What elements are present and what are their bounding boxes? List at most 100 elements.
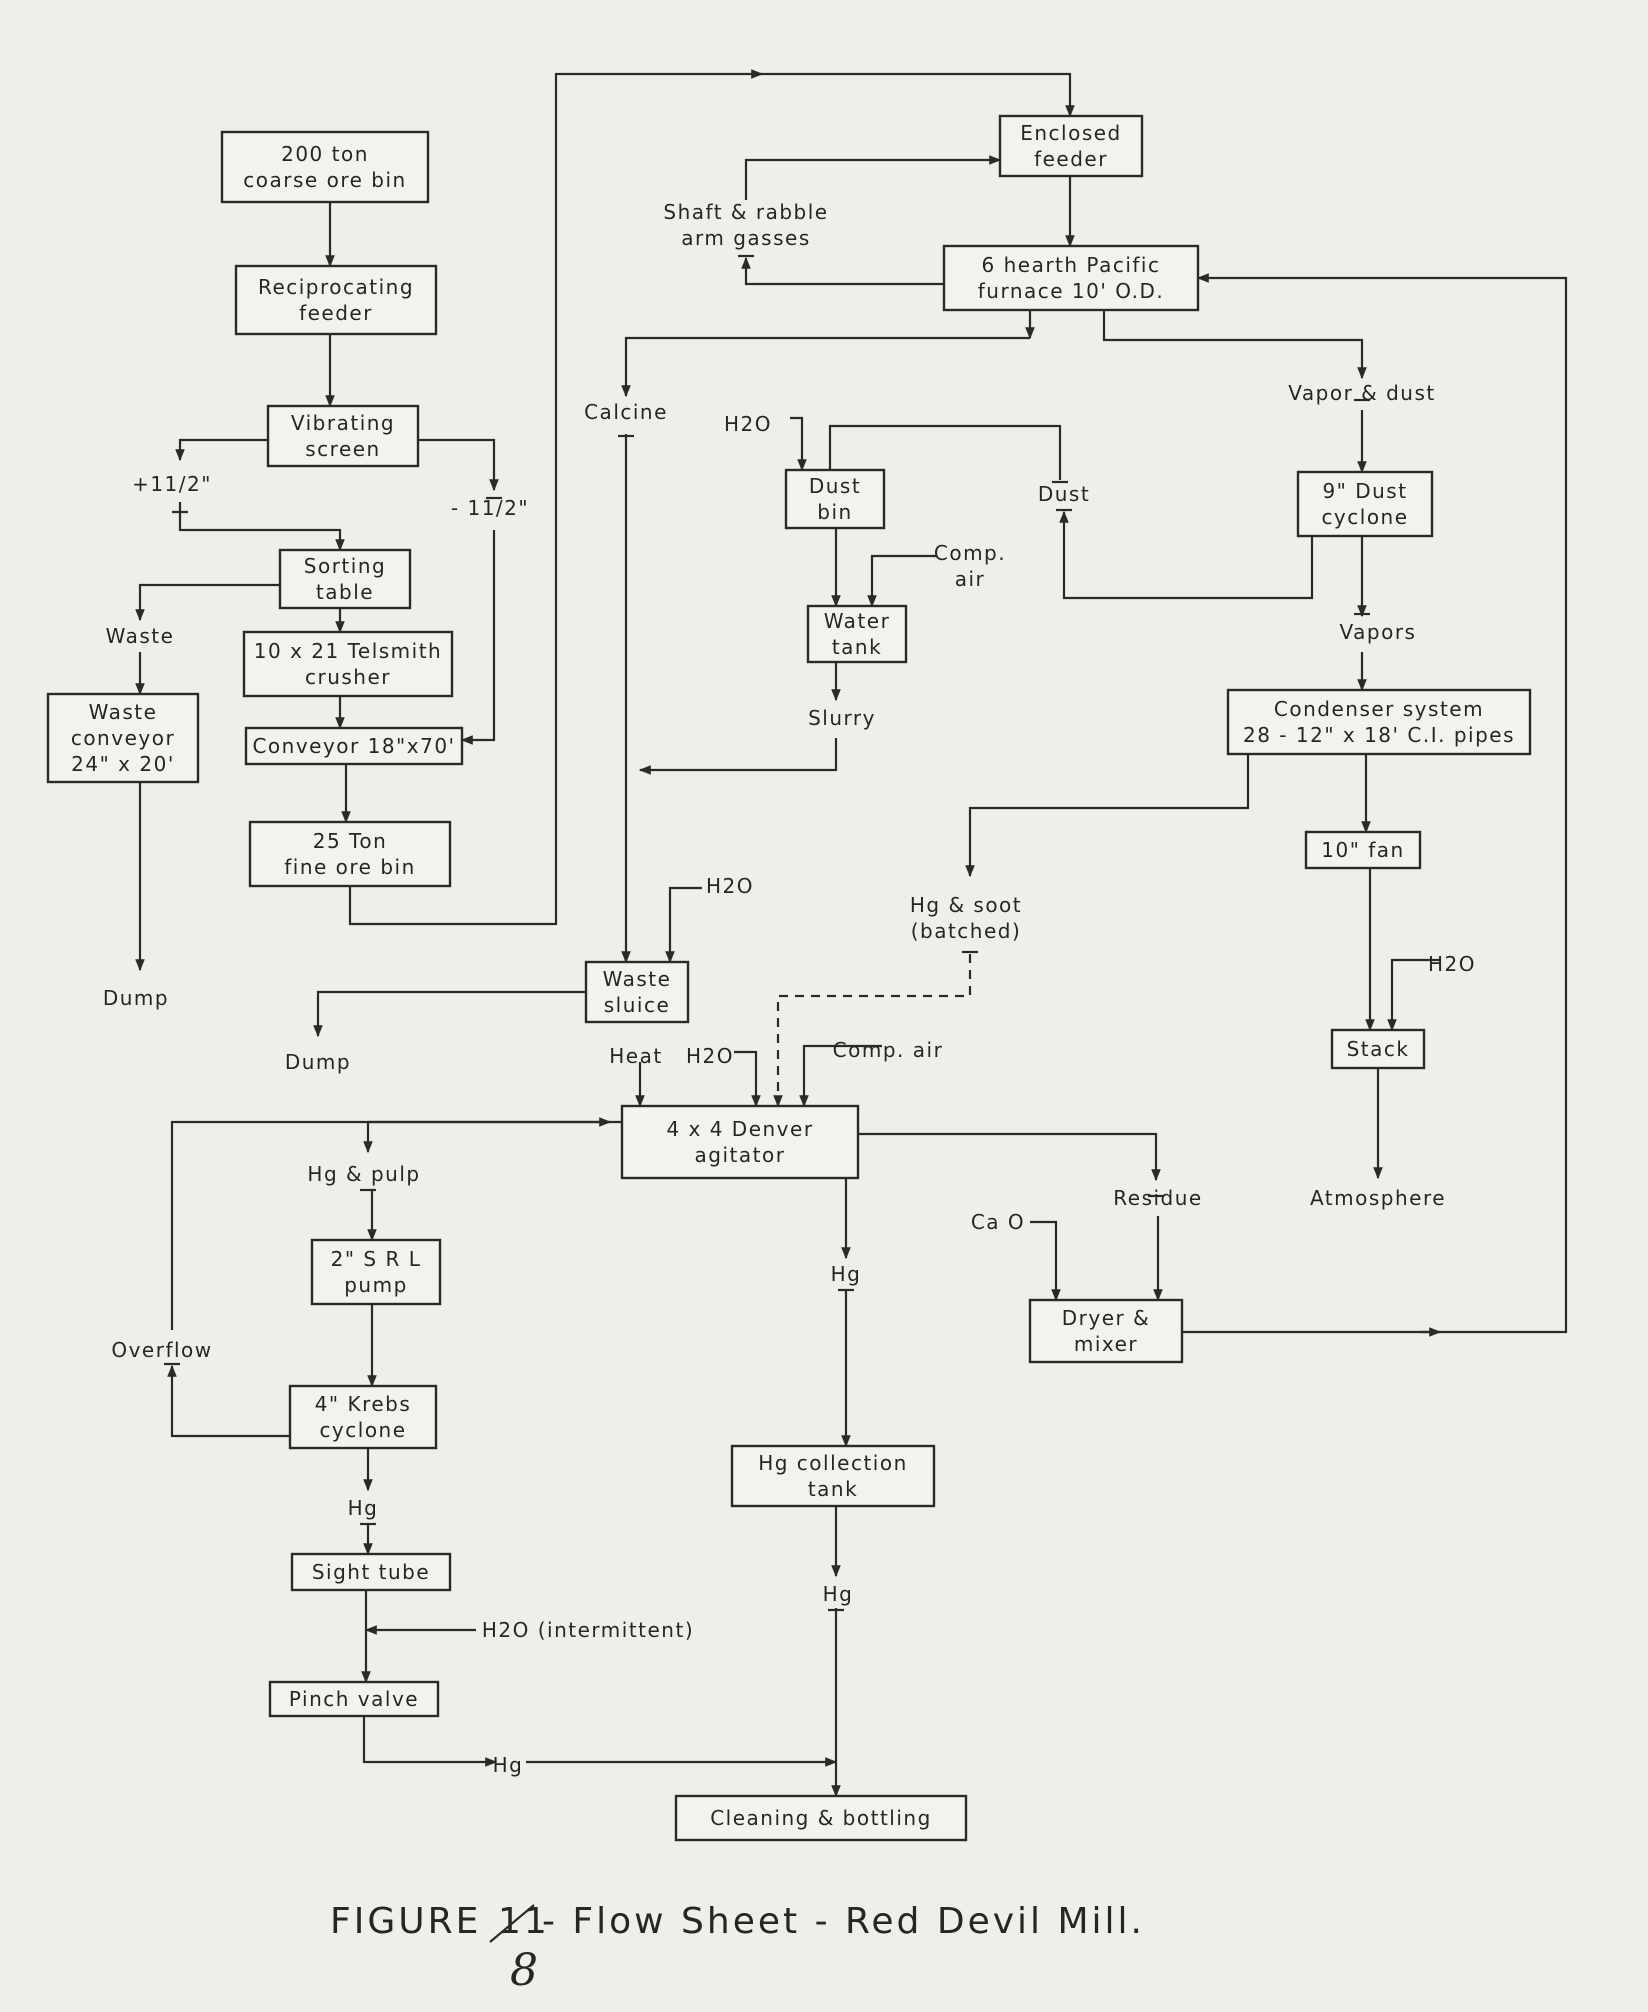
process-box-outline [1226,688,1532,756]
process-box-outline [1330,1028,1426,1070]
node-text-line: crusher [305,665,391,689]
process-box-outline [288,1384,438,1450]
process-box-outline [806,604,908,664]
process-box-outline [1296,470,1434,538]
node-text-line: Hg [348,1496,379,1520]
node-text-line: 200 ton [281,142,369,166]
flow-arrow [1059,510,1314,600]
node-text-line: Hg & pulp [307,1162,420,1186]
node-text-line: +11/2" [132,472,212,496]
process-box-outline [998,114,1144,178]
caption-strike-line [489,1904,535,1943]
stream-label-overflow: Overflow [111,1338,211,1362]
stream-label-dump1: Dump [103,986,169,1010]
node-text-line: cyclone [319,1418,406,1442]
process-box-outline [244,726,464,766]
caption-title: - Flow Sheet - Red Devil Mill. [542,1901,1145,1942]
process-box-outline [242,630,454,698]
node-text-line: Dust [809,474,861,498]
node-text-line: conveyor [71,726,175,750]
node-text-line: Dryer & [1062,1306,1150,1330]
process-box-outline [1304,830,1422,870]
node-text-line: Comp. [934,541,1006,565]
process-box-outline [620,1104,860,1180]
node-text-line: Comp. air [833,1038,944,1062]
stream-label-calcine: Calcine [584,400,668,424]
node-text-line: fine ore bin [284,855,416,879]
flow-arrow [665,886,702,964]
node-text-line: pump [344,1273,408,1297]
flow-arrow [741,256,944,286]
flow-arrow [175,438,268,462]
stream-label-vapors: Vapors [1340,620,1417,644]
node-text-line: Slurry [808,706,876,730]
process-box-outline [784,468,886,530]
stream-label-atmosphere: Atmosphere [1310,1186,1445,1210]
flow-arrow [362,1716,498,1767]
flow-arrow [965,754,1250,878]
process-box-outline [1028,1298,1184,1364]
node-text-line: Vapors [1340,620,1417,644]
node-text-line: Heat [609,1044,662,1068]
flow-arrow [460,530,496,745]
node-text-line: Enclosed [1020,121,1122,145]
flow-arrow [799,1044,882,1108]
stream-label-h2o-agitator: H2O [686,1044,733,1068]
node-text-line: Waste [89,700,158,724]
node-text-line: 9" Dust [1322,479,1407,503]
stream-label-hg-krebs: Hg [348,1496,379,1520]
node-text-line: Calcine [584,400,668,424]
stream-label-hg-pinch: Hg [493,1753,522,1777]
node-text-line: 6 hearth Pacific [982,253,1161,277]
node-text-line: Residue [1113,1186,1202,1210]
flow-lines [135,69,1568,1798]
flow-arrow [867,554,936,608]
node-text-line: arm gasses [681,226,810,250]
flow-arrow [348,72,1075,926]
node-text-line: Waste [603,967,672,991]
caption-struck-number: 11 [498,1901,550,1942]
flow-arrow [638,738,838,775]
node-text-line: Conveyor 18"x70' [252,734,455,758]
stream-label-dust: Dust [1038,482,1089,506]
node-text-line: (batched) [911,919,1022,943]
process-box-fan: 10" fan [1304,830,1422,870]
node-text-line: furnace 10' O.D. [978,279,1165,303]
node-text-line: Pinch valve [289,1687,419,1711]
node-text-line: Vibrating [291,411,395,435]
node-text-line: Vapor & dust [1288,381,1435,405]
flow-arrow [744,155,1002,200]
flow-arrow [828,424,1062,480]
node-text-line: feeder [1034,147,1108,171]
flow-arrow [313,990,586,1038]
node-text-line: H2O (intermittent) [482,1618,694,1642]
node-text-line: 10" fan [1321,838,1404,862]
stream-label-h2o-stack: H2O [1428,952,1475,976]
node-text-line: Hg [831,1262,862,1286]
process-box-conveyor: Conveyor 18"x70' [244,726,464,766]
stream-label-heat: Heat [609,1044,662,1068]
flow-arrow [1387,958,1440,1032]
stream-label-residue: Residue [1113,1186,1202,1210]
node-text-line: 10 x 21 Telsmith [254,639,442,663]
stream-label-comp-air2: Comp. air [833,1038,944,1062]
process-box-dryer: Dryer &mixer [1028,1298,1184,1364]
node-text-line: Dump [103,986,169,1010]
figure-caption: FIGURE 11 8 - Flow Sheet - Red Devil Mil… [330,1901,1145,1996]
flow-arrow [1102,310,1367,380]
node-text-line: cyclone [1321,505,1408,529]
node-text-line: Stack [1347,1037,1410,1061]
node-text-line: Hg [823,1582,854,1606]
node-text-line: - 11/2" [451,496,529,520]
stream-label-dump2: Dump [285,1050,350,1074]
